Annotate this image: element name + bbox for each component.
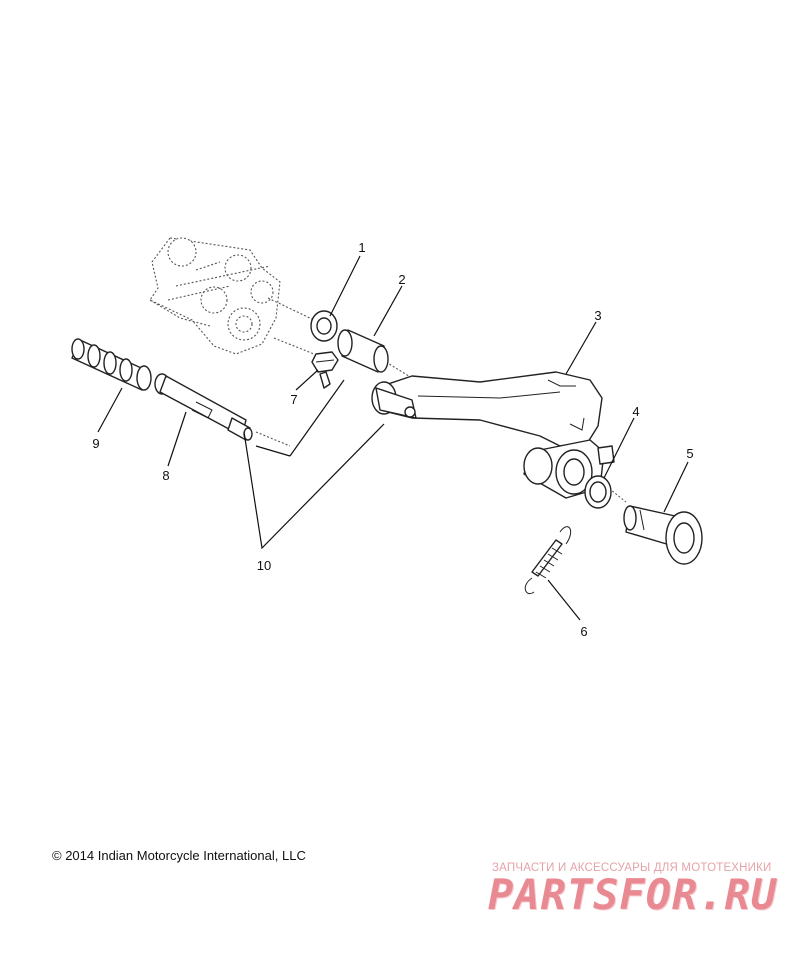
leader-4	[603, 417, 635, 479]
watermark-logo: PARTSFOR.RU	[488, 870, 778, 919]
callout-9: 9	[92, 436, 99, 451]
axis-line-lower	[273, 337, 315, 355]
leader-6	[547, 579, 581, 621]
washer-part-4	[584, 475, 612, 509]
leader-1	[329, 255, 361, 317]
leader-8	[167, 411, 187, 467]
callout-7: 7	[290, 392, 297, 407]
callout-6: 6	[580, 624, 587, 639]
shaft-pin-part-8	[154, 373, 253, 441]
callout-labels: 1 2 3 4 5 6 7 8 9 10	[92, 240, 693, 639]
pivot-bolt-part-5	[623, 505, 703, 565]
grip-part-9	[71, 338, 152, 391]
leader-lines	[97, 255, 689, 621]
leader-10	[243, 423, 385, 550]
leader-5	[663, 461, 689, 513]
leader-3	[565, 321, 597, 375]
copyright-notice: © 2014 Indian Motorcycle International, …	[52, 848, 306, 863]
bushing-part-2	[337, 329, 389, 373]
callout-10: 10	[257, 558, 271, 573]
lever-arm-part-3	[371, 371, 615, 499]
callout-3: 3	[594, 308, 601, 323]
leader-2	[373, 285, 403, 337]
callout-8: 8	[162, 468, 169, 483]
callout-5: 5	[686, 446, 693, 461]
leader-9	[97, 387, 123, 433]
callout-4: 4	[632, 404, 639, 419]
watermark-tagline: ЗАПЧАСТИ И АКСЕССУАРЫ ДЛЯ МОТОТЕХНИКИ	[492, 862, 772, 874]
return-spring-part-6	[524, 526, 572, 594]
leader-10-bracket	[255, 379, 345, 457]
mounting-bracket-ghost	[149, 237, 281, 355]
bolt-part-7	[311, 351, 339, 389]
leader-7	[295, 369, 319, 391]
callout-1: 1	[358, 240, 365, 255]
callout-2: 2	[398, 272, 405, 287]
washer-part-1	[310, 310, 338, 342]
axis-line-shaft	[255, 431, 291, 447]
